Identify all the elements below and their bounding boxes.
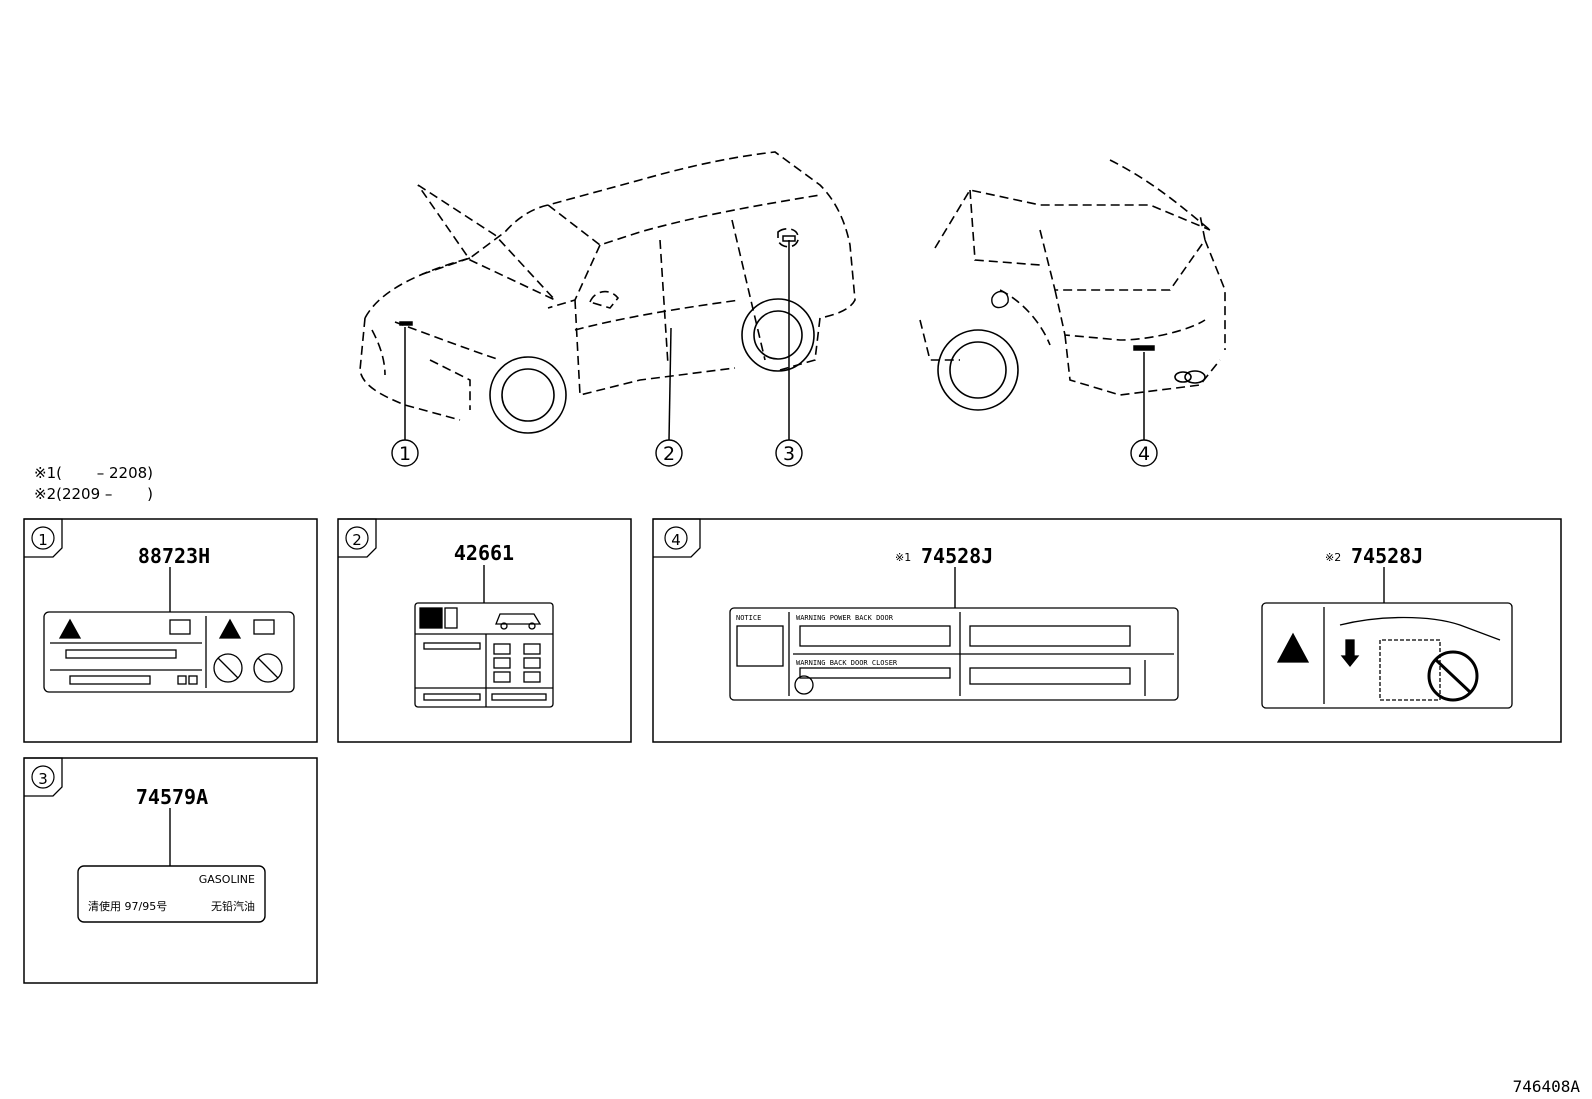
panel-4: 4 ※1 74528J ※2 74528J NOTICE WARNING POW… [652, 518, 1562, 743]
rear-vehicle-illustration [919, 159, 1226, 396]
panel-3-part-number: 74579A [136, 785, 208, 809]
front-vehicle-wheels [489, 298, 815, 434]
note-2: ※2(2209 – ) [34, 485, 153, 503]
label-a-line2: WARNING BACK DOOR CLOSER [796, 659, 898, 667]
callout-markers: 1 2 3 4 [391, 439, 1158, 467]
callout-2: 2 [663, 443, 675, 465]
callout-3: 3 [783, 443, 795, 465]
panel-4-part-number-b: 74528J [1351, 544, 1423, 568]
callout-1: 1 [399, 443, 411, 465]
label-88723H [43, 611, 295, 693]
callout-4: 4 [1138, 443, 1150, 465]
fuel-line-left: 清使用 97/95号 [88, 900, 167, 913]
figure-id: 746408A [1513, 1077, 1581, 1096]
panel-2-part-number: 42661 [454, 541, 514, 565]
fuel-label: GASOLINE [199, 873, 255, 886]
panel-1: 1 88723H [23, 518, 318, 743]
panel-4-part-number-a: 74528J [921, 544, 993, 568]
label-74528J-type1 [729, 607, 1179, 701]
panel-4-note-b: ※2 [1325, 551, 1341, 564]
panel-4-note-a: ※1 [895, 551, 911, 564]
label-74528J-type2 [1261, 602, 1513, 709]
rear-vehicle-wheel [937, 329, 1206, 411]
panel-2: 2 42661 [337, 518, 632, 743]
panel-3: 3 74579A GASOLINE 清使用 97/95号 无铅汽油 [23, 757, 318, 984]
panel-1-marker: 1 [38, 531, 48, 549]
panel-1-part-number: 88723H [138, 544, 210, 568]
panel-2-marker: 2 [352, 531, 362, 549]
panel-3-marker: 3 [38, 770, 48, 788]
fuel-door-rear [991, 291, 1009, 309]
fuel-line-right: 无铅汽油 [211, 899, 255, 913]
callout-leaders [399, 235, 1155, 441]
label-74579A [77, 865, 266, 923]
label-a-line1: WARNING POWER BACK DOOR [796, 614, 894, 622]
label-42661 [414, 602, 554, 708]
front-vehicle-illustration [359, 151, 856, 421]
note-1: ※1( – 2208) [34, 464, 153, 482]
label-a-notice: NOTICE [736, 614, 761, 622]
panel-4-marker: 4 [671, 531, 681, 549]
